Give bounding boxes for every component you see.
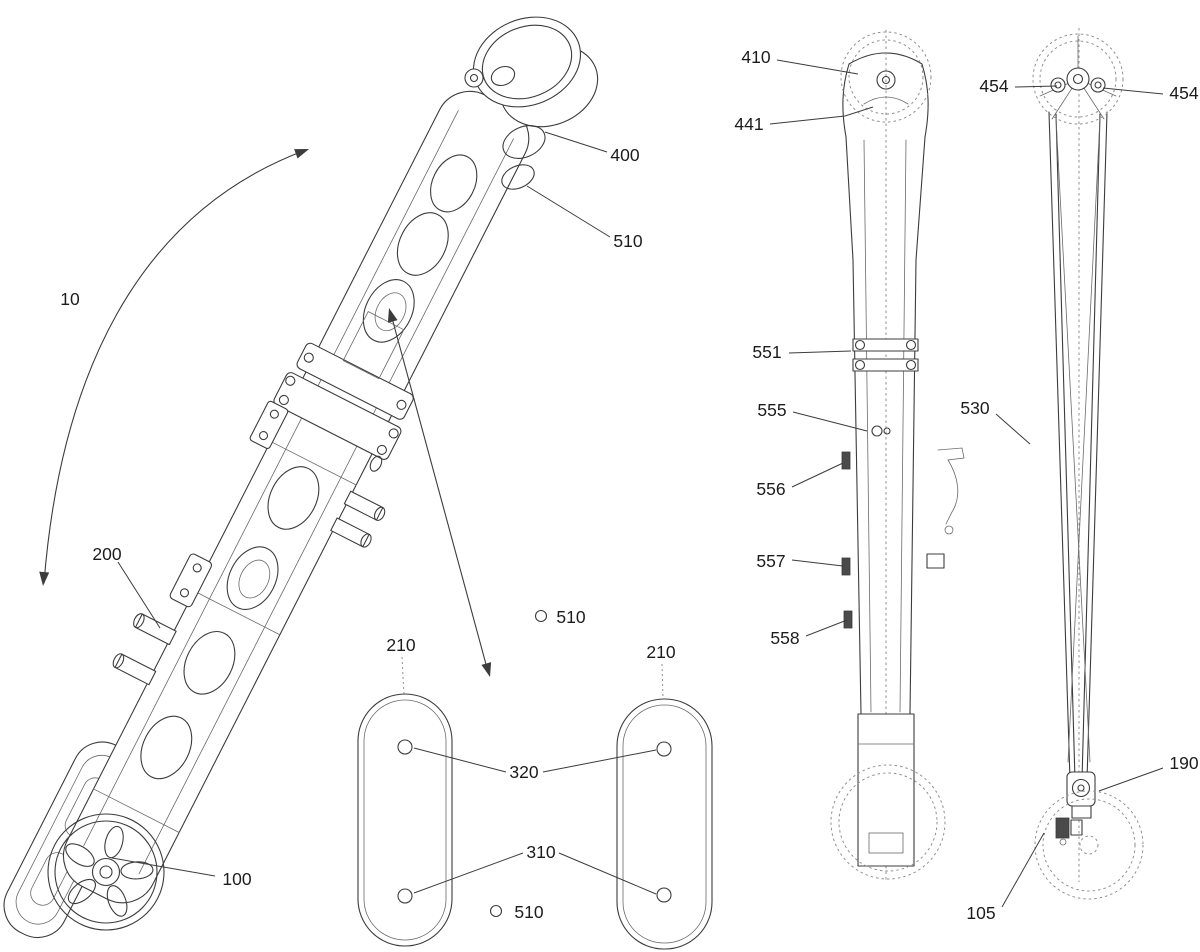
head-pulley-assembly — [464, 16, 599, 190]
front-elevation-view — [1032, 28, 1144, 900]
side-elevation-view — [830, 30, 965, 882]
ref-label-200: 200 — [92, 544, 121, 564]
ref-label-555: 555 — [757, 400, 786, 420]
face-plate — [342, 311, 405, 380]
leader-190 — [1098, 767, 1164, 792]
ref-label-210-right: 210 — [646, 642, 675, 662]
side-bottom-column — [857, 713, 915, 867]
fastener-marker-510-bottom — [489, 904, 503, 918]
fastener-555 — [871, 425, 891, 437]
leader-210-left — [401, 656, 405, 696]
ref-label-320: 320 — [509, 762, 538, 782]
stop-block-558 — [843, 610, 853, 629]
front-bottom-bracket-190 — [1055, 771, 1096, 846]
plate-hole-upper-left — [397, 739, 413, 755]
clamp-assembly — [273, 342, 414, 460]
hub-bolt-454-left — [1050, 77, 1066, 93]
plate-hole-upper-right — [656, 741, 672, 757]
leader-310-left — [413, 852, 524, 894]
side-bottom-wheel-outline — [830, 764, 946, 880]
ref-label-190: 190 — [1169, 753, 1198, 773]
leader-320-right — [542, 749, 657, 773]
leader-320-left — [413, 747, 507, 773]
ref-label-454-right: 454 — [1169, 83, 1198, 103]
ref-label-557: 557 — [756, 551, 785, 571]
front-hub — [1039, 35, 1117, 120]
leader-557 — [791, 559, 844, 567]
ref-label-310: 310 — [526, 842, 555, 862]
detail-reference-arrow — [387, 308, 492, 677]
leader-400 — [544, 131, 608, 153]
ref-label-510-mid: 510 — [556, 607, 585, 627]
front-top-wheel-outline — [1032, 33, 1124, 125]
leader-454-right — [1102, 87, 1164, 95]
bracket-551 — [852, 338, 919, 372]
leader-200 — [117, 561, 161, 629]
roller-cylinders — [140, 154, 478, 780]
ref-label-105: 105 — [966, 903, 995, 923]
leader-556 — [791, 462, 844, 488]
leader-410 — [776, 59, 859, 75]
leader-555 — [792, 411, 868, 432]
ref-label-558: 558 — [770, 628, 799, 648]
plate-hole-lower-left — [397, 888, 413, 904]
main-beam — [62, 90, 530, 904]
leader-210-right — [661, 663, 664, 700]
ref-label-551: 551 — [752, 342, 781, 362]
leader-510-iso — [526, 185, 611, 238]
stop-block-557 — [841, 557, 851, 576]
ref-label-10: 10 — [60, 289, 80, 309]
stop-block-556 — [841, 451, 851, 470]
leader-530 — [995, 413, 1031, 445]
ref-label-400: 400 — [610, 145, 639, 165]
folded-arm-detail — [926, 447, 965, 569]
ref-label-530: 530 — [960, 398, 989, 418]
lower-pins — [330, 455, 386, 548]
upper-pins — [112, 613, 177, 686]
hub-bolt-454-right — [1090, 77, 1106, 93]
isometric-view — [3, 16, 599, 939]
reference-labels: 10 200 100 400 510 510 510 210 210 320 3… — [60, 47, 1199, 923]
mount-bracket — [169, 400, 289, 608]
leader-551 — [788, 350, 852, 354]
ref-label-100: 100 — [222, 869, 251, 889]
side-top-axle — [876, 70, 896, 90]
plate-detail-view — [357, 609, 713, 950]
ref-label-510-bottom: 510 — [514, 902, 543, 922]
ref-label-454-left: 454 — [979, 76, 1008, 96]
leader-441 — [769, 106, 874, 125]
plate-hole-lower-right — [656, 887, 672, 903]
leader-454-left — [1014, 85, 1058, 88]
ref-label-510-iso: 510 — [613, 231, 642, 251]
leader-lines — [111, 59, 1164, 908]
ref-label-441: 441 — [734, 114, 763, 134]
leader-310-right — [558, 852, 657, 895]
ref-label-556: 556 — [756, 479, 785, 499]
ref-label-410: 410 — [741, 47, 770, 67]
leader-105 — [1001, 832, 1045, 908]
ground-wheel — [47, 813, 165, 931]
leader-558 — [805, 619, 848, 637]
plate-left — [357, 693, 453, 947]
fastener-marker-510-mid — [534, 609, 548, 623]
leader-100 — [111, 857, 216, 877]
front-legs — [1048, 111, 1108, 781]
side-top-wheel-outline — [840, 31, 932, 123]
front-bottom-wheel-outline — [1034, 790, 1144, 900]
ref-label-210-left: 210 — [386, 635, 415, 655]
plate-right — [616, 698, 713, 950]
rotation-direction-arrow — [39, 149, 309, 586]
